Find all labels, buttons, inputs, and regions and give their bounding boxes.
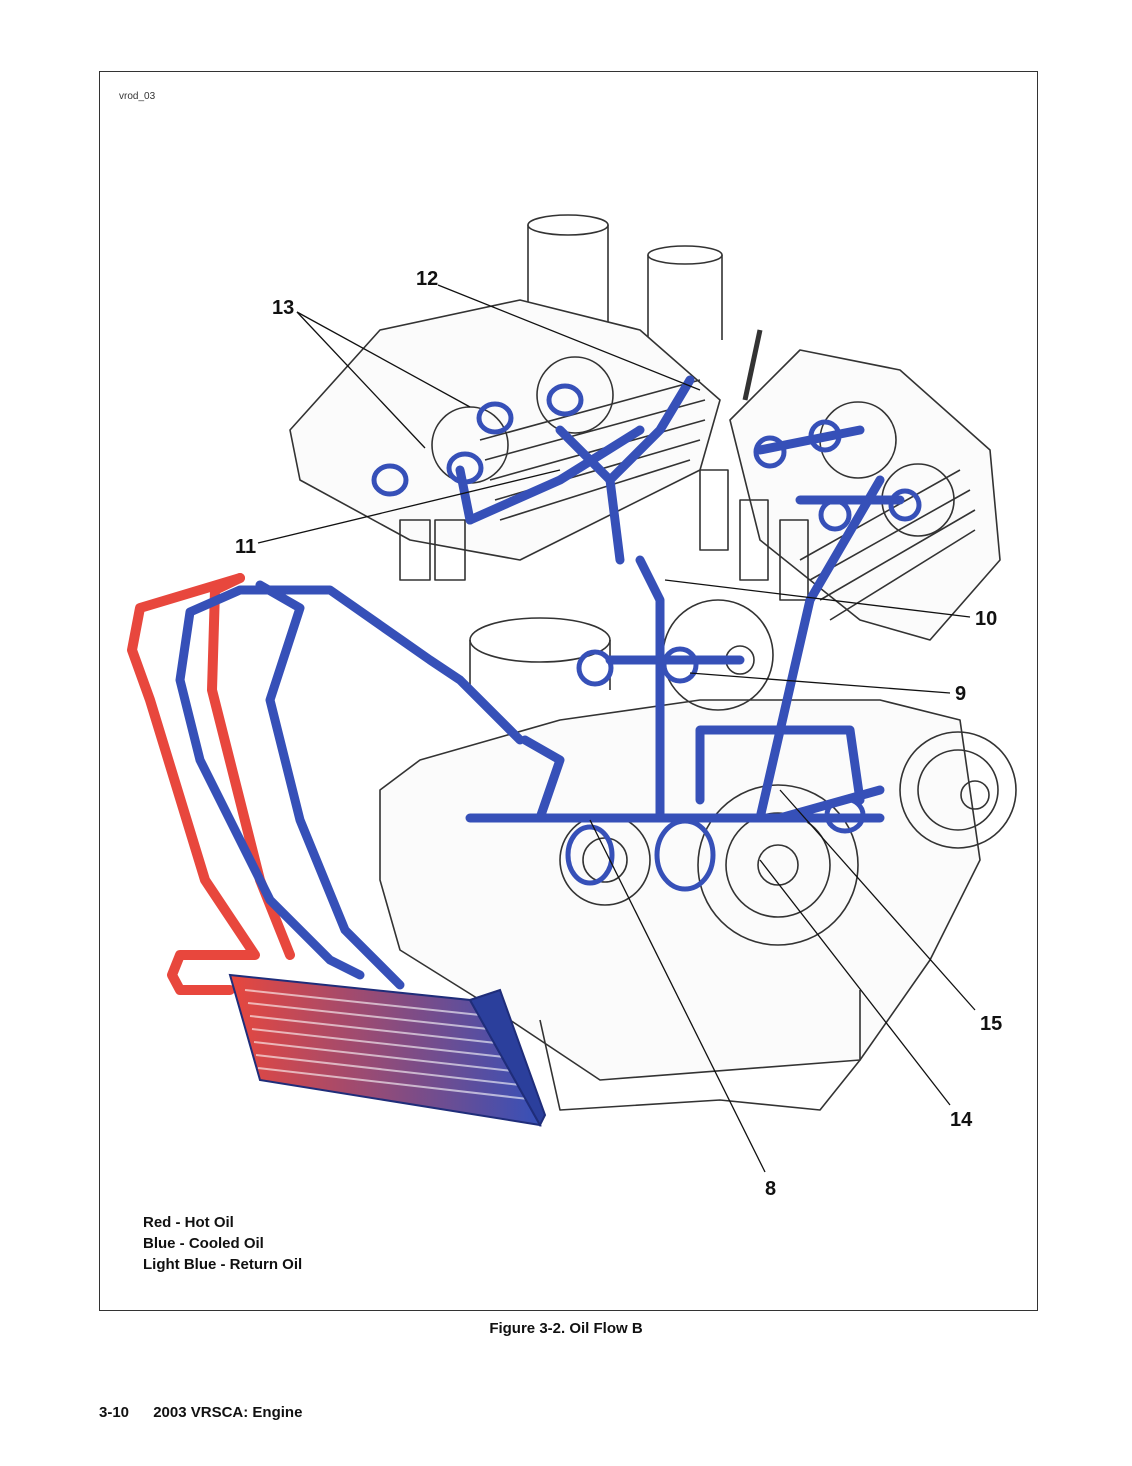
callout-15: 15 xyxy=(980,1013,1002,1035)
oil-cooler xyxy=(228,973,547,1128)
callout-11: 11 xyxy=(235,536,256,558)
callout-13: 13 xyxy=(272,297,294,319)
section-title: 2003 VRSCA: Engine xyxy=(153,1404,303,1421)
legend-hot-oil: Red - Hot Oil xyxy=(143,1214,234,1231)
figure-caption: Figure 3-2. Oil Flow B xyxy=(489,1320,643,1337)
callout-9: 9 xyxy=(955,683,966,705)
page-number: 3-10 xyxy=(99,1404,130,1421)
leader-lines xyxy=(257,284,976,1173)
page-footer: 3-10 2003 VRSCA: Engine xyxy=(99,1404,302,1421)
engine-oil-flow-diagram: 13 12 11 10 9 15 14 8 xyxy=(127,214,1017,1200)
return-oil-rings xyxy=(371,383,922,892)
legend-return-oil: Light Blue - Return Oil xyxy=(143,1256,303,1273)
callout-10: 10 xyxy=(975,608,997,630)
figure-id: vrod_03 xyxy=(119,91,156,102)
cooled-oil-lines xyxy=(175,375,905,990)
legend-cooled-oil: Blue - Cooled Oil xyxy=(143,1235,264,1252)
color-legend: Red - Hot Oil Blue - Cooled Oil Light Bl… xyxy=(143,1212,302,1275)
callout-8: 8 xyxy=(765,1178,776,1200)
figure-frame xyxy=(99,71,1038,1311)
callout-12: 12 xyxy=(416,268,438,290)
callout-14: 14 xyxy=(950,1109,973,1131)
